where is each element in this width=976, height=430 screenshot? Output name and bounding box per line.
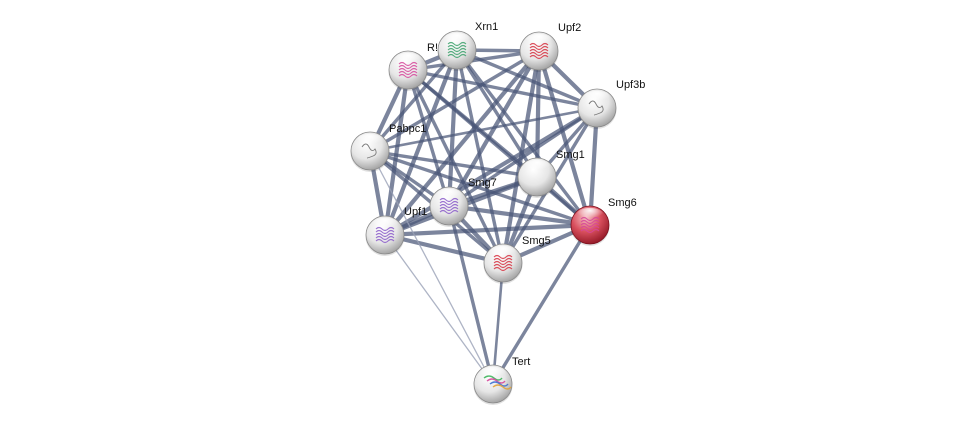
edge-smg7-smg6 xyxy=(446,203,593,228)
node-smg1[interactable]: Smg1 xyxy=(517,149,585,198)
node-gloss xyxy=(435,188,463,203)
edge-upf2-smg1 xyxy=(534,48,542,180)
node-smg7[interactable]: Smg7 xyxy=(429,177,497,227)
node-label-smg6: Smg6 xyxy=(608,197,637,209)
node-label-smg7: Smg7 xyxy=(468,177,497,189)
node-gloss xyxy=(523,159,551,174)
node-gloss xyxy=(371,217,399,232)
node-gloss xyxy=(394,52,422,67)
node-label-pabpc1: Pabpc1 xyxy=(389,123,426,135)
node-pabpc1[interactable]: Pabpc1 xyxy=(350,123,427,172)
node-gloss xyxy=(356,133,384,148)
node-label-smg1: Smg1 xyxy=(556,149,585,161)
edge-xrn1-pabpc1 xyxy=(368,48,459,153)
edge-rs-upf3b xyxy=(406,68,599,110)
node-gloss xyxy=(443,32,471,47)
node-gloss xyxy=(583,90,611,105)
edge-rs-upf2 xyxy=(406,49,541,72)
node-label-upf1: Upf1 xyxy=(404,206,427,218)
edge-pabpc1-smg6 xyxy=(368,149,592,227)
node-label-upf3b: Upf3b xyxy=(616,79,645,91)
node-label-tert: Tert xyxy=(512,356,530,368)
edge-smg7-tert xyxy=(447,204,495,386)
edge-xrn1-upf3b xyxy=(455,48,599,110)
edge-upf2-upf1 xyxy=(382,48,542,238)
edge-upf1-smg6 xyxy=(382,222,593,238)
node-xrn1[interactable]: Xrn1 xyxy=(437,21,499,71)
edge-pabpc1-smg1 xyxy=(368,149,539,179)
node-label-smg5: Smg5 xyxy=(522,235,551,247)
node-upf2[interactable]: Upf2 xyxy=(519,22,582,72)
node-smg5[interactable]: Smg5 xyxy=(483,235,551,284)
node-gloss xyxy=(576,207,604,222)
edge-upf3b-smg6 xyxy=(587,105,600,228)
edge-rs-smg7 xyxy=(406,68,451,208)
node-upf1[interactable]: Upf1 xyxy=(365,206,428,256)
edge-rs-upf1 xyxy=(382,67,411,238)
edge-upf2-smg6 xyxy=(536,48,593,228)
node-upf3b[interactable]: Upf3b xyxy=(577,79,646,129)
edge-upf1-tert xyxy=(384,234,494,385)
node-label-upf2: Upf2 xyxy=(558,22,581,34)
edge-pabpc1-tert xyxy=(369,150,494,385)
edge-smg6-tert xyxy=(491,223,592,386)
node-gloss xyxy=(525,33,553,48)
node-label-xrn1: Xrn1 xyxy=(475,21,498,33)
red-protein-icon xyxy=(529,42,549,60)
node-smg6[interactable]: Smg6 xyxy=(570,197,637,246)
edge-xrn1-smg7 xyxy=(446,47,460,209)
node-rs[interactable]: R! xyxy=(388,42,439,91)
node-gloss xyxy=(489,245,517,260)
edge-upf1-smg5 xyxy=(382,232,506,266)
edge-smg5-tert xyxy=(491,261,505,386)
edge-upf2-pabpc1 xyxy=(368,49,541,153)
node-gloss xyxy=(479,366,507,381)
node-label-rs: R! xyxy=(427,42,438,54)
node-tert[interactable]: Tert xyxy=(473,356,531,405)
edge-upf3b-pabpc1 xyxy=(368,106,599,153)
